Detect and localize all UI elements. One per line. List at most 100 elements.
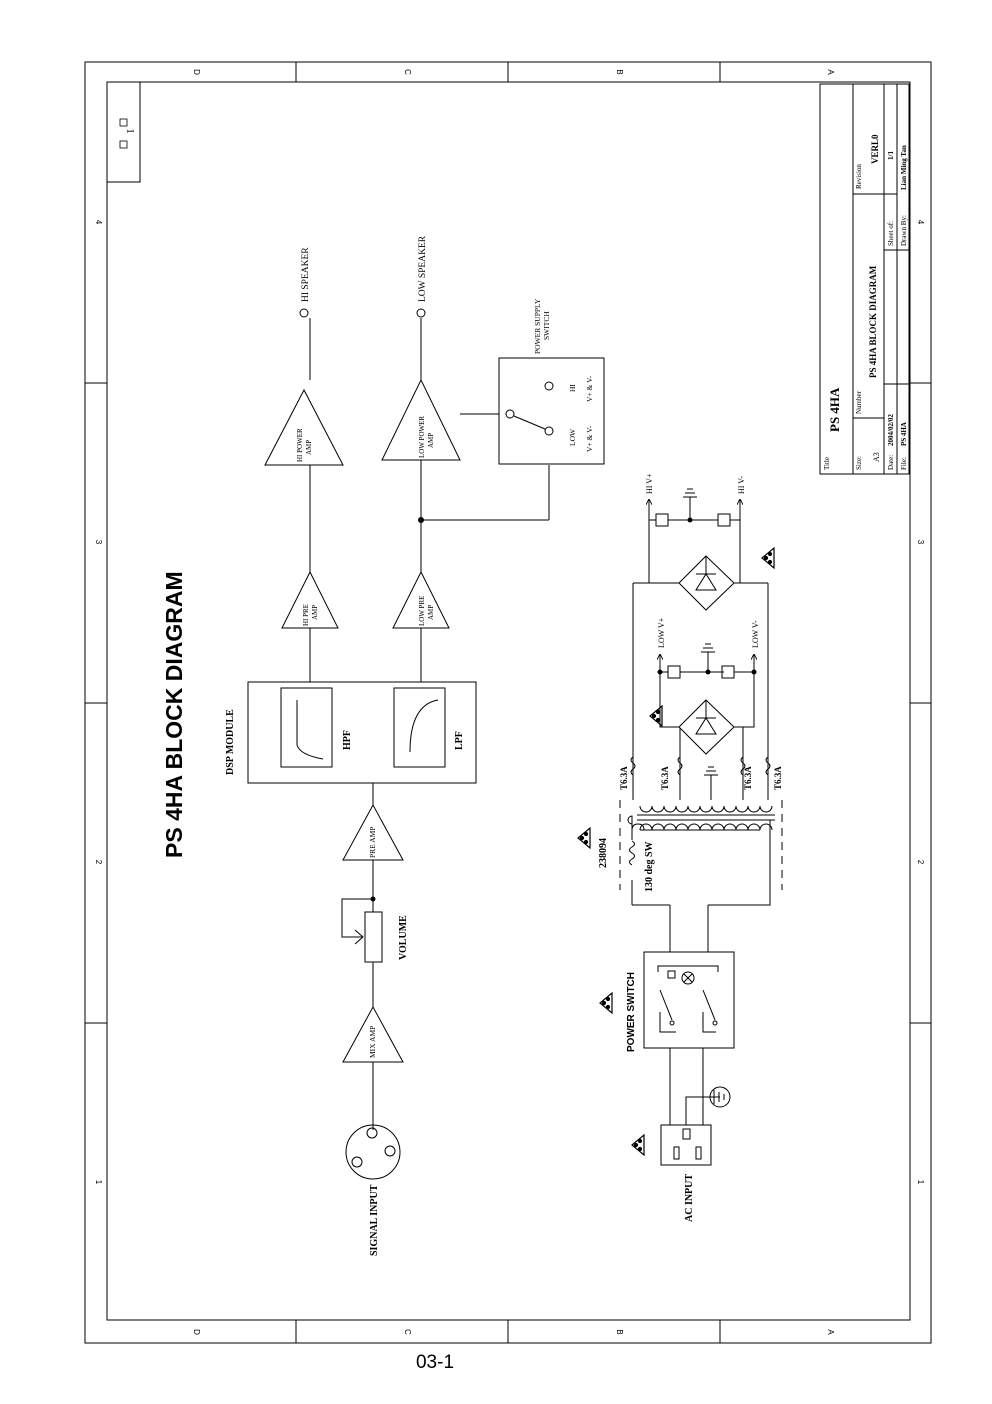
tb-sheet-label: Sheet of:	[887, 221, 895, 246]
zone-bottom-b: B	[615, 1329, 624, 1334]
power-switch-label: POWER SWITCH	[626, 972, 637, 1052]
signal-wires	[309, 318, 550, 1130]
low-power-amp	[381, 378, 461, 461]
low-pre-amp-label-2: AMP	[427, 605, 435, 620]
zone-bottom-c: C	[403, 1329, 412, 1335]
low-power-amp-label-1: LOW POWER	[418, 416, 426, 458]
dsp-module-label: DSP MODULE	[225, 709, 236, 775]
transformer	[619, 800, 783, 906]
ps-low-v-label: V+ & V-	[585, 425, 594, 452]
signal-input-label: SIGNAL INPUT	[369, 1184, 380, 1256]
power-switch	[643, 905, 735, 1049]
zone-top-d: D	[192, 69, 201, 75]
power-supply-switch	[498, 357, 605, 465]
hi-bridge-rectifier	[649, 488, 740, 611]
tb-file: PS 4HA	[900, 422, 908, 446]
earth-ground-icon	[709, 1086, 731, 1108]
hi-power-amp-label-1: HI POWER	[296, 428, 304, 462]
ps-switch-label-2: SWITCH	[542, 311, 551, 340]
ps-hi-v-label: V+ & V-	[585, 375, 594, 402]
zone-left-1: 1	[94, 1180, 103, 1185]
hpf-label: HPF	[342, 730, 353, 750]
zone-top-b: B	[615, 69, 624, 74]
tb-date-label: Date:	[887, 455, 895, 470]
zone-top-c: C	[403, 69, 412, 75]
tb-revision: VERL0	[870, 134, 880, 164]
zone-labels: D C B A D C B A 4 3 2 1 4 3 2 1	[94, 69, 925, 1335]
hi-pre-amp-label-2: AMP	[311, 605, 319, 620]
fuse-label-3: T6.3A	[743, 766, 753, 790]
pre-amp-label: PRE AMP	[368, 827, 377, 858]
page-number-text: 03-1	[415, 1352, 455, 1373]
low-power-amp-label-2: AMP	[427, 433, 435, 448]
diagram-title: PS 4HA BLOCK DIAGRAM	[161, 571, 187, 858]
zone-right-1: 1	[916, 1180, 925, 1185]
hi-pre-amp	[281, 570, 339, 629]
tb-date: 2004/02/02	[887, 414, 895, 446]
lpf-label: LPF	[454, 731, 465, 750]
low-pre-amp	[392, 570, 450, 629]
page-number: 03-1	[0, 1352, 870, 1374]
zone-top-a: A	[826, 69, 835, 75]
tb-sheet: 1/1	[887, 151, 895, 160]
hi-speaker-label: HI SPEAKER	[301, 247, 311, 302]
hi-vplus-label: HI V+	[645, 473, 654, 494]
mix-amp-label: MIX AMP	[368, 1026, 377, 1058]
thermal-code-label: 238094	[598, 838, 609, 868]
fuse-label-4: T6.3A	[773, 766, 783, 790]
zone-right-2: 2	[916, 860, 925, 865]
title-block	[819, 83, 910, 475]
low-speaker-terminal	[416, 308, 426, 318]
pre-amp	[342, 803, 404, 861]
corner-box-number: 1	[124, 129, 135, 134]
tb-size-label: Size:	[855, 456, 863, 470]
hi-speaker-terminal	[299, 308, 309, 318]
warning-triangle-icon	[631, 1133, 645, 1157]
warning-icons	[577, 546, 775, 1157]
mix-amp	[342, 1005, 404, 1063]
hi-power-amp-label-2: AMP	[305, 440, 313, 455]
warning-triangle-icon	[761, 546, 775, 570]
hi-rail-dots	[687, 517, 693, 523]
tb-revision-label: Revision	[855, 164, 863, 189]
zone-bottom-d: D	[192, 1329, 201, 1335]
fuse-label-1: T6.3A	[619, 766, 629, 790]
warning-triangle-icon	[577, 826, 591, 850]
signal-input-connector	[345, 1124, 401, 1180]
volume-label: VOLUME	[398, 915, 409, 960]
low-rail-dots	[657, 669, 757, 675]
zone-left-2: 2	[94, 860, 103, 865]
tb-title: PS 4HA	[827, 387, 842, 432]
low-pre-amp-label-1: LOW PRE	[418, 596, 426, 626]
hi-pre-amp-label-1: HI PRE	[302, 604, 310, 626]
tb-size: A3	[872, 452, 881, 462]
warning-triangle-icon	[599, 991, 613, 1015]
low-bridge-rectifier	[660, 643, 754, 755]
dsp-module	[247, 681, 477, 784]
ps-low-label: LOW	[568, 428, 577, 446]
thermal-sw-label: 130 deg SW	[644, 841, 655, 892]
tb-drawn-by: Lian Ming Tan	[900, 145, 908, 190]
tb-number: PS 4HA BLOCK DIAGRAM	[868, 265, 878, 378]
tb-title-label: Title	[823, 457, 831, 470]
zone-right-4: 4	[916, 220, 925, 225]
corner-box-label: 1	[119, 118, 135, 149]
tb-number-label: Number	[855, 390, 863, 414]
hi-vminus-label: HI V-	[737, 476, 746, 494]
ac-input-label: AC INPUT	[684, 1174, 695, 1222]
zone-left-3: 3	[94, 540, 103, 545]
ps-hi-label: HI	[568, 384, 577, 392]
warning-triangle-icon	[649, 704, 663, 728]
fuses	[630, 756, 771, 776]
ps-switch-label-1: POWER SUPPLY	[533, 298, 542, 354]
low-vplus-label: LOW V+	[657, 617, 666, 648]
fuse-label-2: T6.3A	[660, 766, 670, 790]
title-block-text: Title PS 4HA Size: A3 Number PS 4HA BLOC…	[823, 134, 908, 470]
tb-drawn-label: Drawn By:	[900, 215, 908, 246]
tb-file-label: File:	[900, 457, 908, 470]
low-speaker-label: LOW SPEAKER	[418, 235, 428, 302]
drawing-frame	[84, 61, 932, 1344]
zone-bottom-a: A	[826, 1329, 835, 1335]
hi-power-amp	[264, 388, 344, 466]
